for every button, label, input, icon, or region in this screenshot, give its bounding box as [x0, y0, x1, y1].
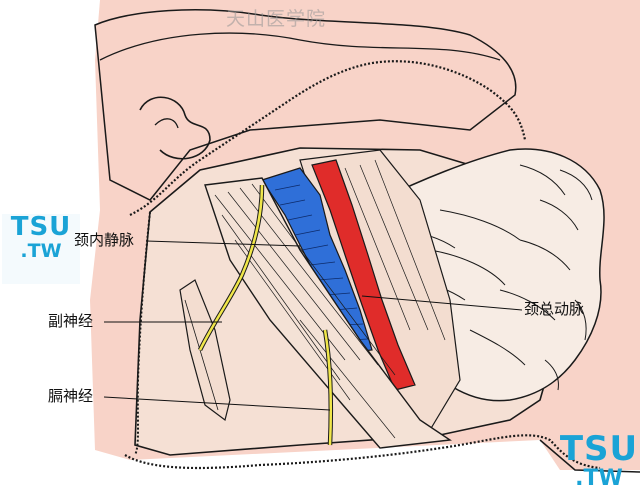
tsu-logo-right: TSU .TW: [558, 432, 640, 490]
leader-common-carotid-artery: [361, 295, 523, 311]
ear-curl-2: [154, 118, 179, 129]
ear-curl: [139, 96, 211, 160]
leader-internal-jugular-vein: [145, 240, 301, 247]
lower-right-edge: [539, 439, 640, 473]
internal-jugular-vein: [261, 167, 373, 353]
logo-right-line1: TSU: [559, 429, 639, 469]
tsu-logo-left: TSU .TW: [2, 214, 80, 284]
skin-edge-upper: [129, 60, 527, 216]
logo-left-line2: .TW: [20, 240, 62, 262]
logo-left-line1: TSU: [10, 212, 72, 242]
phrenic-nerve-fill: [323, 329, 333, 446]
jaw-outline: [99, 32, 501, 61]
label-common-carotid-artery: 颈总动脉: [524, 300, 585, 318]
label-phrenic-nerve: 膈神经: [48, 387, 94, 405]
leader-phrenic-nerve: [103, 396, 331, 411]
scalene-line: [184, 299, 219, 411]
accessory-nerve-fill: [198, 184, 264, 351]
sternocleidomastoid-muscle: [204, 177, 452, 449]
label-internal-jugular-vein: 颈内静脉: [74, 231, 135, 249]
scalene-muscle: [179, 279, 231, 422]
watermark-text: 天山医学院: [226, 8, 327, 30]
skin-upper-flap: [94, 9, 517, 201]
label-accessory-nerve: 副神经: [48, 312, 94, 330]
logo-right-line2: .TW: [575, 466, 623, 491]
common-carotid-artery: [311, 159, 416, 391]
